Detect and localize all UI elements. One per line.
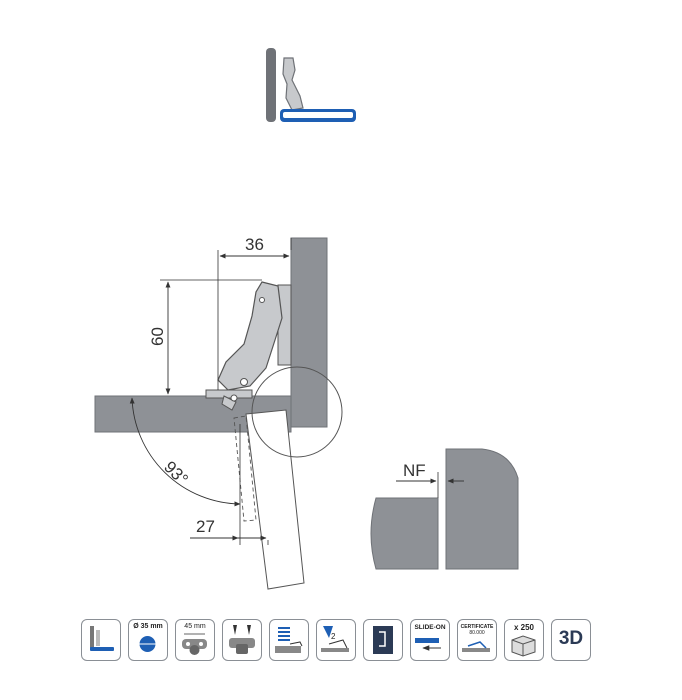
angle-93-label: 93° <box>160 457 192 489</box>
dimension-36: 36 <box>217 235 292 390</box>
slide-on-icon: SLIDE-ON <box>410 619 450 661</box>
opened-door-outline <box>233 409 305 590</box>
3d-label: 3D <box>558 628 584 649</box>
dimension-27: 27 <box>190 424 269 545</box>
nf-label: NF <box>403 461 426 480</box>
dimension-36-label: 36 <box>245 235 264 254</box>
dimension-60: 60 <box>148 279 262 395</box>
door-panel-icon <box>363 619 403 661</box>
overlay-type-symbol <box>266 48 356 122</box>
dimension-60-label: 60 <box>148 327 167 346</box>
box-quantity-label: x 250 <box>513 623 535 632</box>
3d-icon: 3D <box>551 619 591 661</box>
spring-icon <box>269 619 309 661</box>
slide-on-label: SLIDE-ON <box>414 624 446 631</box>
screw-fixing-icon <box>222 619 262 661</box>
screw-distance-icon: 45 mm <box>175 619 215 661</box>
certificate-label: CERTIFICATE <box>460 624 494 630</box>
adjustment-label: 2 <box>331 632 336 641</box>
nf-detail: NF <box>370 448 519 570</box>
adjustment-icon: 2 <box>316 619 356 661</box>
full-overlay-icon <box>81 619 121 661</box>
cup-diameter-icon: Ø 35 mm <box>128 619 168 661</box>
dimension-27-label: 27 <box>196 517 215 536</box>
certificate-icon: CERTIFICATE 80.000 <box>457 619 497 661</box>
detail-circle <box>251 366 343 458</box>
cup-diameter-label: Ø 35 mm <box>133 623 163 630</box>
box-quantity-icon: x 250 <box>504 619 544 661</box>
screw-distance-label: 45 mm <box>184 623 206 630</box>
certificate-sublabel: 80.000 <box>469 630 485 636</box>
hinge-arm <box>205 281 292 411</box>
cabinet-side-panel <box>290 237 328 428</box>
